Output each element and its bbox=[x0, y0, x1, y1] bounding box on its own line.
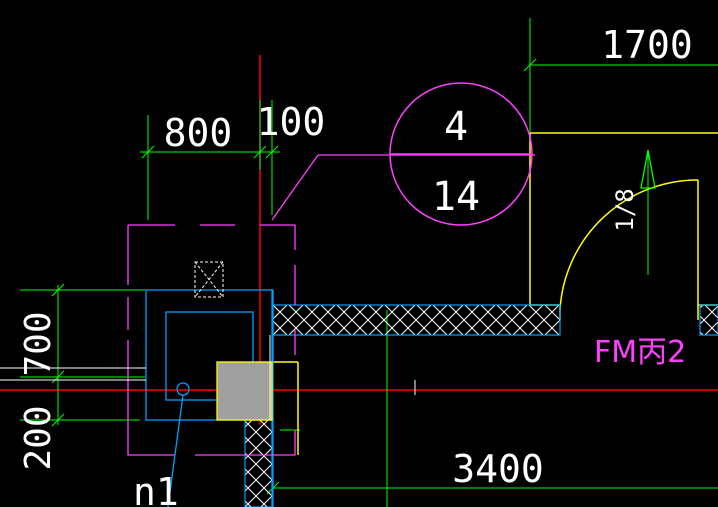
slope-label: 1/8 bbox=[611, 188, 639, 231]
node-label: n1 bbox=[133, 470, 179, 507]
node-marker[interactable] bbox=[167, 382, 190, 507]
hatched-walls bbox=[244, 304, 718, 507]
vent-symbol bbox=[194, 261, 224, 298]
node-leader bbox=[167, 394, 184, 507]
dim-left-width: 800 bbox=[164, 111, 233, 155]
callout-number: 4 bbox=[444, 104, 468, 150]
slope-arrow bbox=[640, 149, 656, 189]
door-frame bbox=[272, 132, 718, 455]
dim-vertical-lower: 200 bbox=[18, 405, 59, 470]
dim-left-gap: 100 bbox=[257, 100, 326, 144]
door-label: FM丙2 bbox=[594, 335, 686, 370]
dimension-lines bbox=[20, 18, 718, 507]
column-fill bbox=[216, 361, 273, 421]
callout-sheet: 14 bbox=[432, 174, 480, 220]
dim-vertical-upper: 700 bbox=[18, 311, 59, 376]
callout-leader bbox=[271, 154, 535, 221]
node-circle bbox=[176, 382, 190, 396]
magenta-outline bbox=[127, 154, 535, 456]
door-swing-arc bbox=[559, 179, 699, 311]
dim-bottom: 3400 bbox=[452, 447, 544, 491]
dim-top-right: 1700 bbox=[601, 23, 693, 67]
misc-lines bbox=[0, 335, 416, 420]
detail-callout[interactable]: 4 14 bbox=[389, 82, 533, 226]
